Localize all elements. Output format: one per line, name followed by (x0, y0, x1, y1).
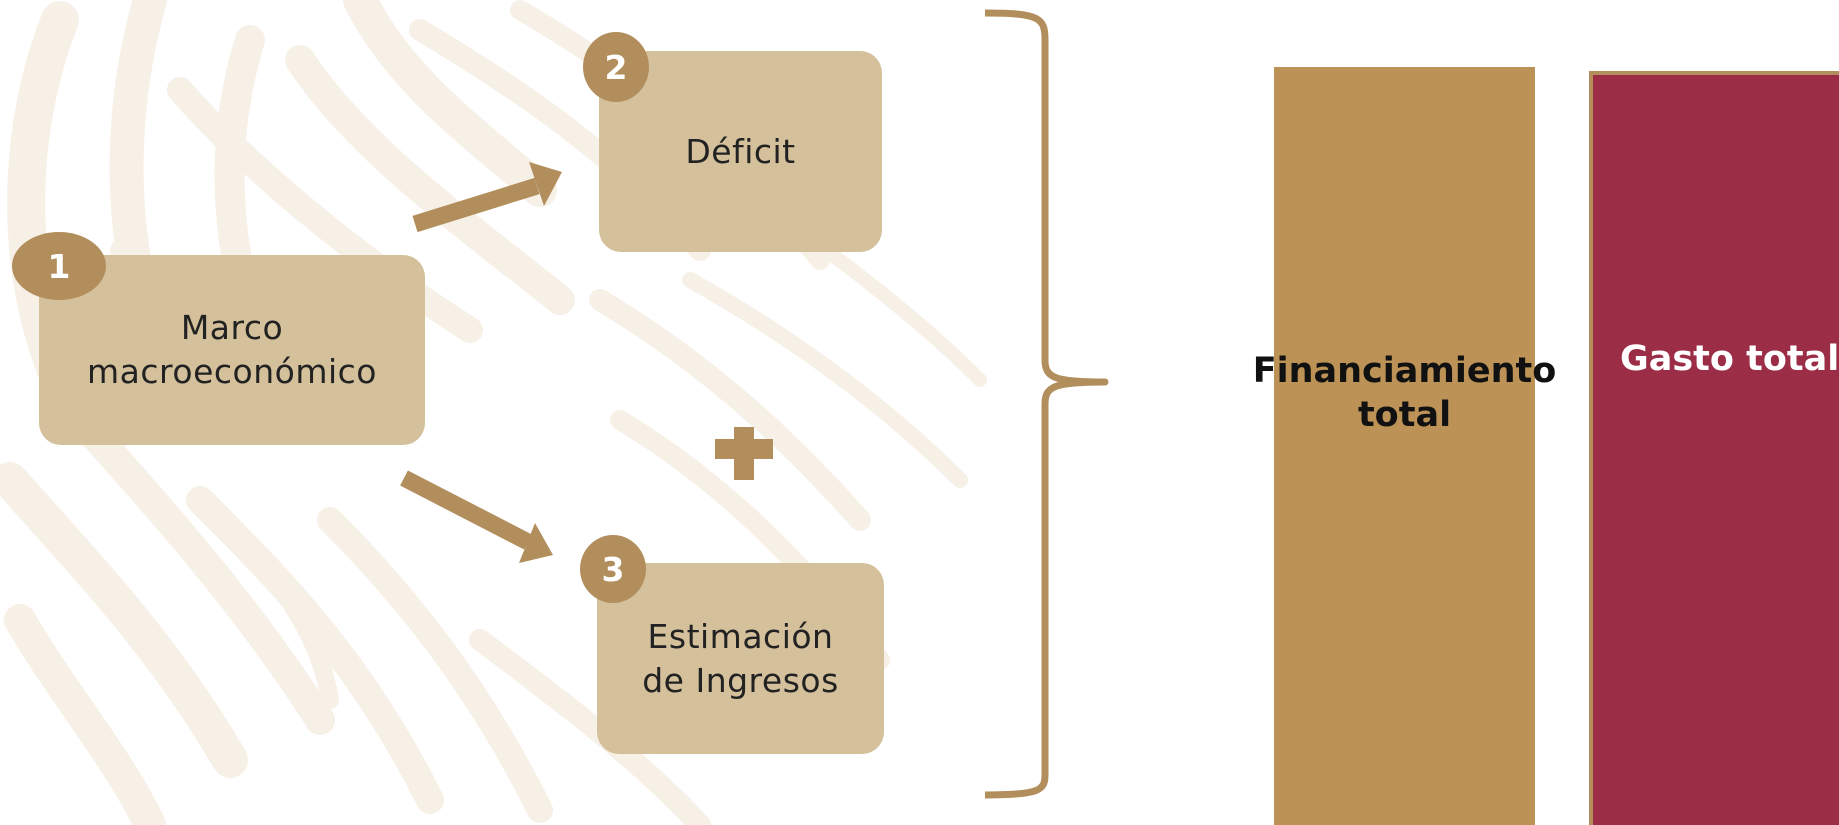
step-1-number-badge: 1 (12, 232, 106, 300)
financiamiento-label-line-2: total (1357, 394, 1452, 435)
step-1-line-2: macroeconómico (87, 352, 377, 391)
step-3-line-1: Estimación (647, 616, 834, 656)
step-3-number-badge: 3 (580, 535, 646, 603)
gasto-total-bar (1589, 71, 1839, 825)
plus-icon (715, 427, 773, 480)
step-2-line-1: Déficit (685, 131, 796, 171)
curly-brace-icon (984, 9, 1109, 799)
step-box-marco-macroeconomico: Marco macroeconómico (39, 255, 425, 445)
step-2-number-badge: 2 (583, 32, 649, 102)
step-1-line-1: Marco (180, 308, 284, 348)
arrow-to-deficit-icon (412, 162, 562, 233)
step-3-line-2: de Ingresos (642, 660, 839, 700)
gasto-total-label: Gasto total (1620, 338, 1839, 382)
financiamiento-label-line-1: Financiamiento (1252, 351, 1557, 391)
step-box-estimacion-de-ingresos: Estimación de Ingresos (597, 563, 884, 754)
financiamiento-total-bar (1274, 67, 1535, 825)
arrow-to-estimacion-icon (400, 470, 553, 563)
gasto-label-line-1: Gasto total (1620, 339, 1839, 379)
financiamiento-total-label: Financiamiento total (1252, 350, 1557, 438)
step-box-deficit: Déficit (599, 51, 882, 252)
